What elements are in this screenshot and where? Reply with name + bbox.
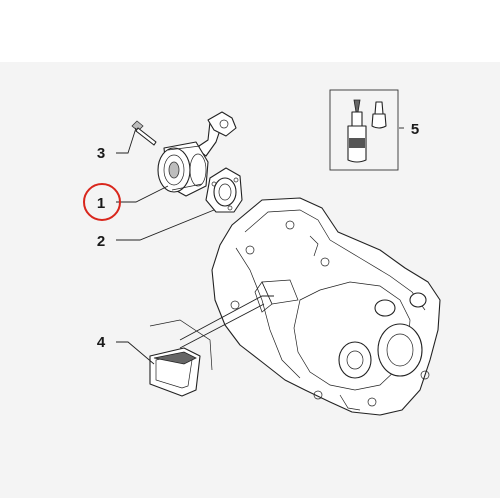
gasket-plate-icon <box>205 167 243 213</box>
callout-label-2: 2 <box>97 233 105 250</box>
sealant-kit-box <box>329 89 399 171</box>
callout-label-1: 1 <box>97 195 105 212</box>
sealant-kit-group <box>329 89 399 171</box>
sealant-bottle-icon <box>347 99 367 163</box>
filter-screen-icon <box>149 347 201 397</box>
bolt-icon <box>131 120 157 146</box>
filter-position-outline <box>149 319 213 371</box>
gearbox-housing-icon <box>211 197 441 416</box>
callout-label-4: 4 <box>97 334 106 351</box>
callout-label-5: 5 <box>411 121 419 138</box>
leader-lines <box>116 127 404 365</box>
clutch-slave-cylinder-icon <box>157 111 237 197</box>
sealant-tube-icon <box>371 101 387 129</box>
callout-label-3: 3 <box>97 145 105 162</box>
callout-1-highlight-ring <box>83 183 121 221</box>
